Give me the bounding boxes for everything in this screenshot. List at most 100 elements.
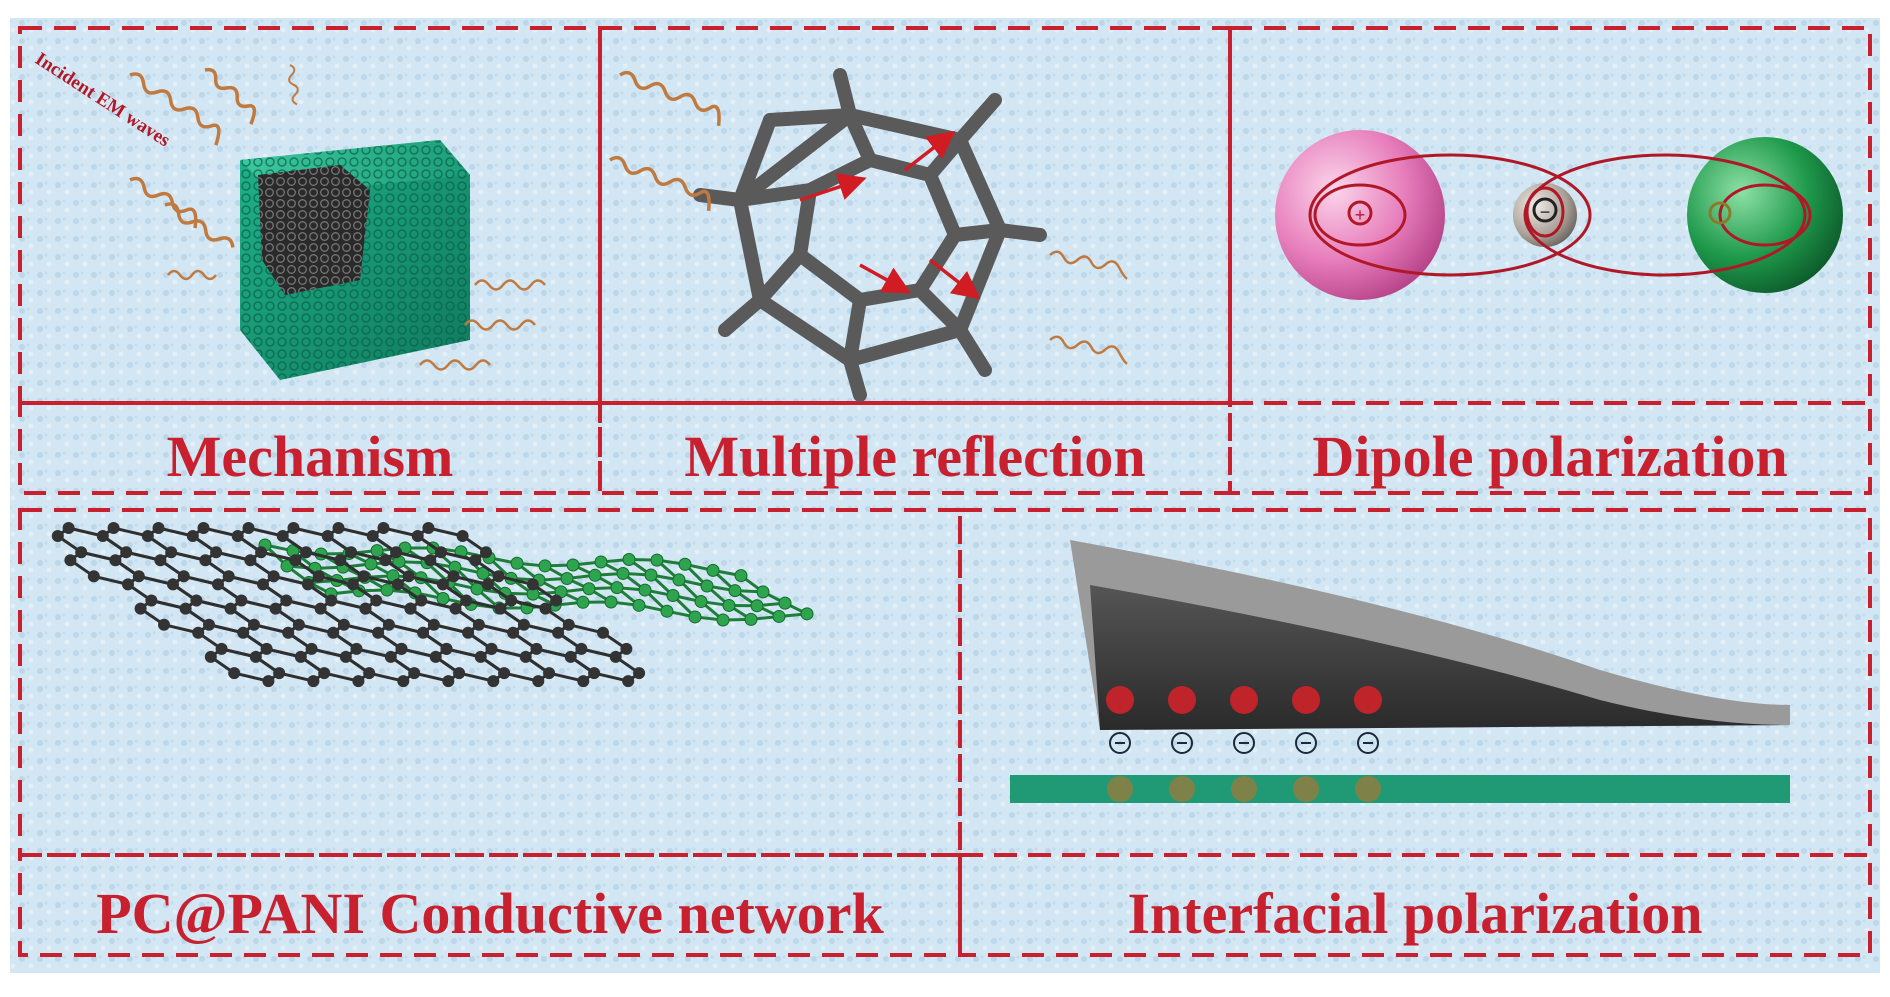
pani-atom xyxy=(471,583,483,595)
pani-atom xyxy=(729,585,741,597)
pani-atom xyxy=(757,586,769,598)
graphene-atom xyxy=(462,627,474,639)
plus-symbol: + xyxy=(1355,205,1366,225)
positive-charge xyxy=(1168,686,1196,714)
graphene-atom xyxy=(338,619,350,631)
pani-atom xyxy=(639,584,651,596)
graphene-atom xyxy=(325,595,337,607)
graphene-atom xyxy=(620,643,632,655)
graphene-atom xyxy=(552,627,564,639)
graphene-atom xyxy=(520,651,532,663)
graphene-atom xyxy=(307,675,319,687)
graphene-atom xyxy=(575,643,587,655)
pani-atom xyxy=(589,569,601,581)
pani-atom xyxy=(577,596,589,608)
graphene-atom xyxy=(178,570,190,582)
mechanism-label: Mechanism xyxy=(20,428,600,486)
pani-atom xyxy=(689,611,701,623)
induced-charge xyxy=(1355,776,1381,802)
graphene-atom xyxy=(475,651,487,663)
graphene-atom xyxy=(428,619,440,631)
graphene-atom xyxy=(165,546,177,558)
graphene-atom xyxy=(441,643,453,655)
graphene-atom xyxy=(457,530,469,542)
graphene-atom xyxy=(540,603,552,615)
graphene-atom xyxy=(396,643,408,655)
graphene-atom xyxy=(153,522,165,534)
conductive-network-label: PC@PANI Conductive network xyxy=(20,885,960,943)
graphene-atom xyxy=(280,595,292,607)
pani-atom xyxy=(667,590,679,602)
graphene-atom xyxy=(550,595,562,607)
pani-atom xyxy=(701,580,713,592)
graphene-atom xyxy=(610,651,622,663)
pani-atom xyxy=(751,600,763,612)
pani-atom xyxy=(539,560,551,572)
graphene-atom xyxy=(351,643,363,655)
induced-charge xyxy=(1107,776,1133,802)
graphene-atom xyxy=(158,619,170,631)
graphene-atom xyxy=(52,530,64,542)
pani-atom xyxy=(661,605,673,617)
minus-symbol: − xyxy=(1540,202,1551,222)
pani-atom xyxy=(745,613,757,625)
pani-atom xyxy=(645,569,657,581)
graphene-atom xyxy=(315,603,327,615)
graphene-atom xyxy=(154,554,166,566)
graphene-atom xyxy=(198,522,210,534)
pani-atom xyxy=(381,584,393,596)
graphene-atom xyxy=(237,627,249,639)
graphene-atom xyxy=(216,643,228,655)
graphene-atom xyxy=(334,554,346,566)
pani-atom xyxy=(673,574,685,586)
graphene-atom xyxy=(622,675,634,687)
graphene-atom xyxy=(88,570,100,582)
pani-atom xyxy=(723,599,735,611)
graphene-atom xyxy=(75,546,87,558)
graphene-atom xyxy=(450,603,462,615)
pani-atom xyxy=(437,593,449,605)
graphene-atom xyxy=(495,603,507,615)
graphene-atom xyxy=(486,643,498,655)
graphene-atom xyxy=(543,667,555,679)
graphene-atom xyxy=(248,619,260,631)
graphene-atom xyxy=(277,530,289,542)
graphene-atom xyxy=(460,595,472,607)
pani-atom xyxy=(707,564,719,576)
pani-atom xyxy=(371,545,383,557)
graphene-atom xyxy=(498,667,510,679)
graphene-atom xyxy=(453,667,465,679)
graphene-atom xyxy=(588,667,600,679)
graphene-atom xyxy=(340,651,352,663)
pani-atom xyxy=(773,610,785,622)
graphene-atom xyxy=(250,651,262,663)
graphene-atom xyxy=(187,530,199,542)
graphene-atom xyxy=(430,651,442,663)
pani-atom xyxy=(717,614,729,626)
graphene-atom xyxy=(63,522,75,534)
dipole-polarization-label: Dipole polarization xyxy=(1230,428,1870,486)
graphene-atom xyxy=(97,530,109,542)
pani-atom xyxy=(623,554,635,566)
graphene-atom xyxy=(225,603,237,615)
graphene-atom xyxy=(532,675,544,687)
pani-atom xyxy=(365,558,377,570)
graphene-atom xyxy=(327,627,339,639)
interfacial-polarization-label: Interfacial polarization xyxy=(960,885,1870,943)
graphene-atom xyxy=(192,627,204,639)
induced-charge xyxy=(1231,776,1257,802)
graphene-atom xyxy=(64,554,76,566)
graphene-atom xyxy=(577,675,589,687)
graphene-atom xyxy=(473,619,485,631)
graphene-atom xyxy=(228,667,240,679)
graphene-atom xyxy=(108,522,120,534)
positive-charge xyxy=(1354,686,1382,714)
graphene-atom xyxy=(235,595,247,607)
positive-charge xyxy=(1106,686,1134,714)
graphene-atom xyxy=(232,530,244,542)
graphene-atom xyxy=(300,546,312,558)
graphene-atom xyxy=(469,554,481,566)
graphene-atom xyxy=(385,651,397,663)
pani-atom xyxy=(567,559,579,571)
